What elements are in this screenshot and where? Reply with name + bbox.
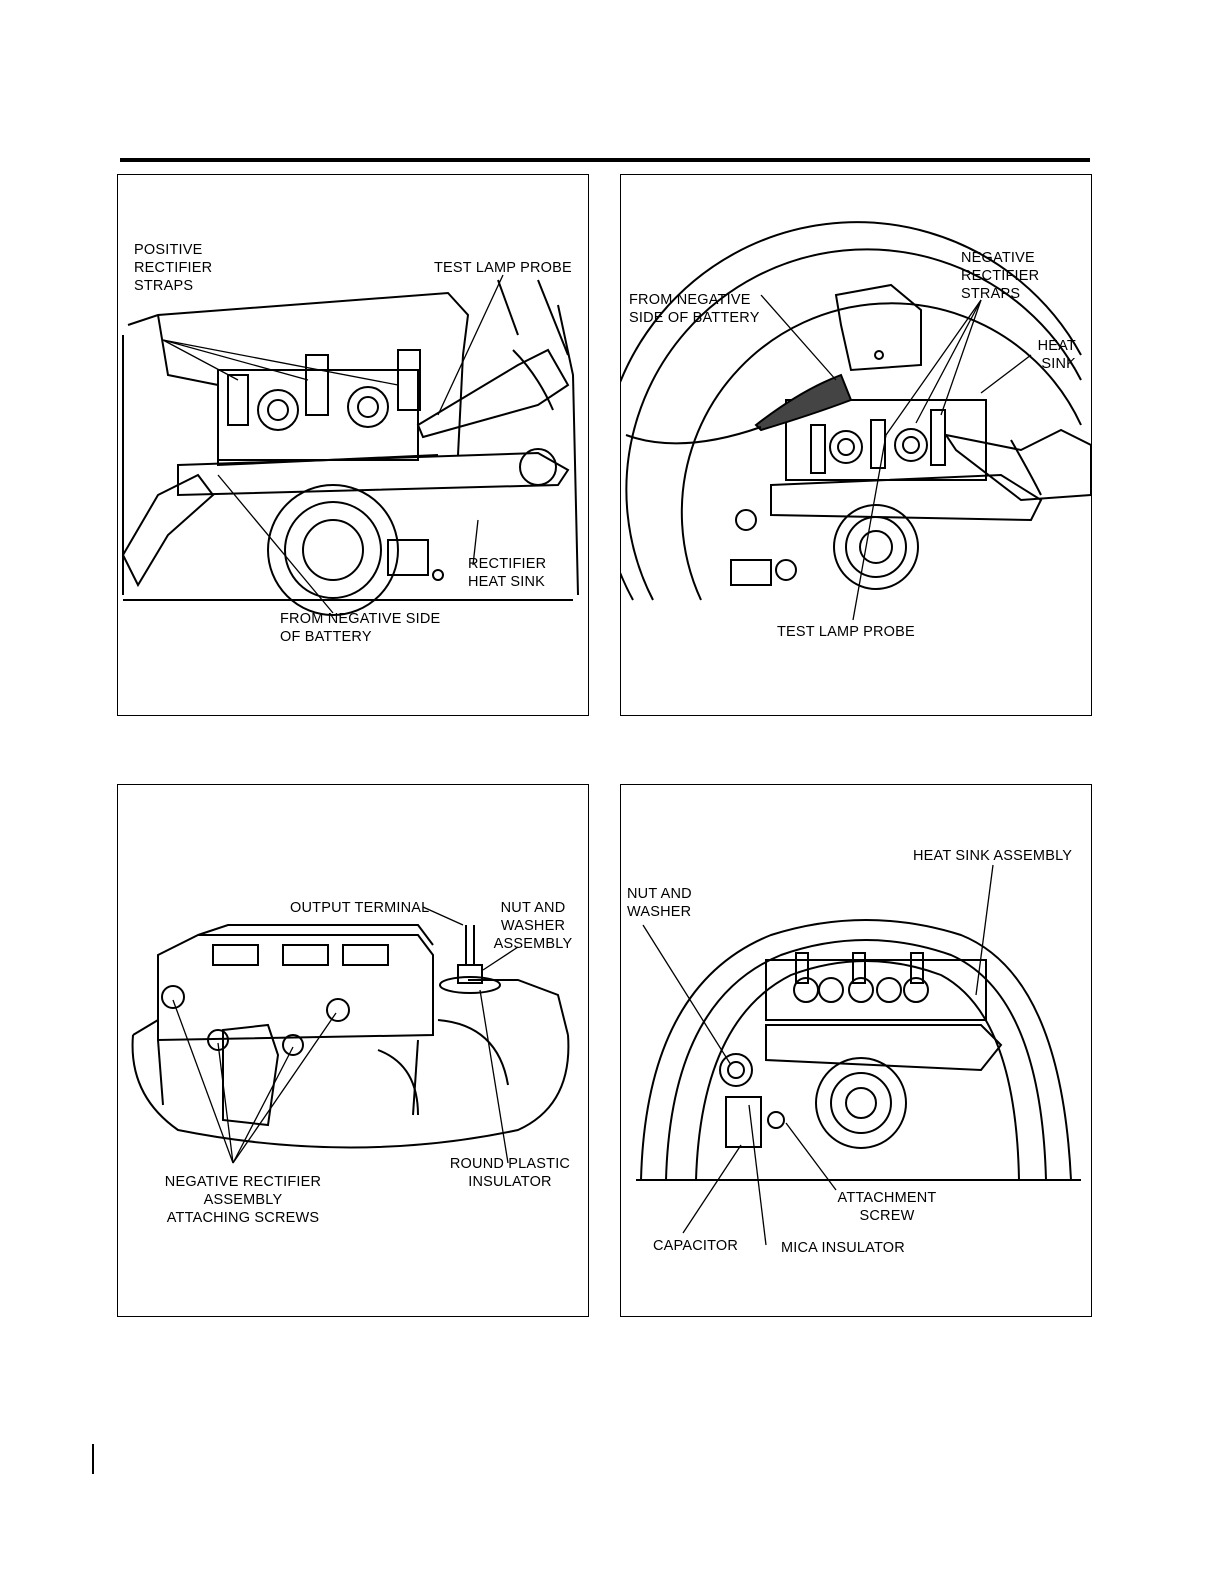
label-negative-rectifier-screws: NEGATIVE RECTIFIER ASSEMBLY ATTACHING SC… bbox=[164, 1174, 322, 1226]
label-heat-sink: HEAT SINK bbox=[1037, 338, 1076, 372]
label-from-negative-side: FROM NEGATIVE SIDE OF BATTERY bbox=[629, 292, 760, 326]
positive-rectifier-drawing bbox=[121, 274, 579, 616]
heat-sink-drawing bbox=[636, 864, 1081, 1246]
label-round-plastic-insulator: ROUND PLASTIC INSULATOR bbox=[449, 1156, 571, 1190]
rectifier-assembly-drawing bbox=[131, 906, 570, 1164]
figure-panel-heat-sink-removal: HEAT SINK ASSEMBLY NUT AND WASHER ATTACH… bbox=[620, 784, 1092, 1317]
figure-panel-negative-rectifier-test: NEGATIVE RECTIFIER STRAPS FROM NEGATIVE … bbox=[620, 174, 1092, 716]
header-rule bbox=[120, 158, 1090, 162]
margin-rule bbox=[92, 1444, 94, 1474]
label-test-lamp-probe: TEST LAMP PROBE bbox=[434, 260, 572, 276]
label-mica-insulator: MICA INSULATOR bbox=[781, 1240, 905, 1256]
figure-panel-negative-rectifier-removal: OUTPUT TERMINAL NUT AND WASHER ASSEMBLY … bbox=[117, 784, 589, 1317]
label-from-negative-side: FROM NEGATIVE SIDE OF BATTERY bbox=[280, 611, 441, 645]
label-nut-and-washer: NUT AND WASHER bbox=[627, 886, 692, 920]
label-negative-rectifier-straps: NEGATIVE RECTIFIER STRAPS bbox=[961, 250, 1040, 302]
figure-panel-positive-rectifier-test: POSITIVE RECTIFIER STRAPS TEST LAMP PROB… bbox=[117, 174, 589, 716]
label-capacitor: CAPACITOR bbox=[653, 1238, 739, 1254]
label-positive-rectifier-straps: POSITIVE RECTIFIER STRAPS bbox=[134, 242, 213, 294]
label-output-terminal: OUTPUT TERMINAL bbox=[290, 900, 430, 916]
label-nut-and-washer-assembly: NUT AND WASHER ASSEMBLY bbox=[493, 900, 573, 952]
label-test-lamp-probe: TEST LAMP PROBE bbox=[777, 624, 915, 640]
label-attachment-screw: ATTACHMENT SCREW bbox=[837, 1190, 937, 1224]
label-rectifier-heat-sink: RECTIFIER HEAT SINK bbox=[468, 556, 547, 590]
label-heat-sink-assembly: HEAT SINK ASSEMBLY bbox=[913, 848, 1073, 864]
negative-rectifier-drawing bbox=[621, 221, 1091, 621]
